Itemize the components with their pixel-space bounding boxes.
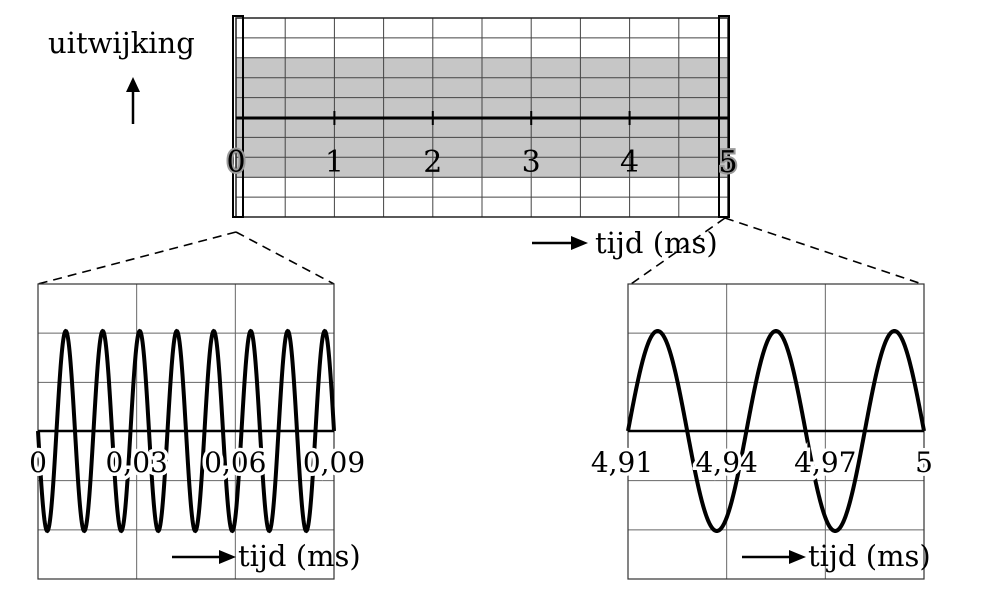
zoom-end-waveform [626, 328, 926, 534]
overview-x-arrow-head-icon [571, 236, 588, 250]
overview-tick-labels: 0 1 2 3 4 5 [224, 143, 739, 182]
overview-chart: 0 1 2 3 4 5 [224, 15, 740, 218]
zoom-end-x-axis-label: tijd (ms) [808, 539, 931, 573]
overview-x-axis-label: tijd (ms) [595, 226, 718, 260]
y-arrow-head-icon [126, 77, 140, 92]
overview-ticks [333, 111, 631, 125]
zoom-start-tick-label: 0 [29, 446, 47, 479]
zoom-start-x-arrow-head-icon [219, 550, 236, 564]
overview-zoom-window-end [718, 15, 730, 218]
zoom-end-tick-label: 5 [915, 446, 933, 479]
zoom-start-chart: 0 0,03 0,06 0,09 tijd (ms) [26, 283, 369, 580]
zoom-end-tick-labels: 4,91 4,94 4,97 5 [587, 443, 936, 483]
zoom-end-chart: 4,91 4,94 4,97 5 tijd (ms) [587, 283, 936, 580]
overview-tick-label: 0 [226, 145, 245, 180]
zoom-start-tick-label: 0,09 [303, 446, 365, 479]
overview-tick-label: 1 [325, 145, 344, 180]
zoom-end-tick-label: 4,91 [591, 446, 653, 479]
zoom-end-tick-label: 4,94 [695, 446, 757, 479]
zoom-start-waveform [36, 328, 336, 534]
overview-tick-label: 5 [718, 145, 737, 180]
zoom-start-tick-labels: 0 0,03 0,06 0,09 [26, 443, 369, 483]
zoom-start-tick-label: 0,03 [105, 446, 167, 479]
zoom-end-tick-label: 4,97 [794, 446, 856, 479]
zoom-connectors [37, 217, 923, 285]
zoom-start-tick-label: 0,06 [204, 446, 266, 479]
overview-tick-label: 2 [423, 145, 442, 180]
zoom-end-x-arrow-head-icon [789, 550, 806, 564]
zoom-start-x-axis-label: tijd (ms) [238, 539, 361, 573]
overview-tick-label: 4 [620, 145, 639, 180]
overview-tick-label: 3 [522, 145, 541, 180]
overview-y-axis-label: uitwijking [48, 26, 195, 60]
overview-zoom-window-start [232, 15, 244, 218]
